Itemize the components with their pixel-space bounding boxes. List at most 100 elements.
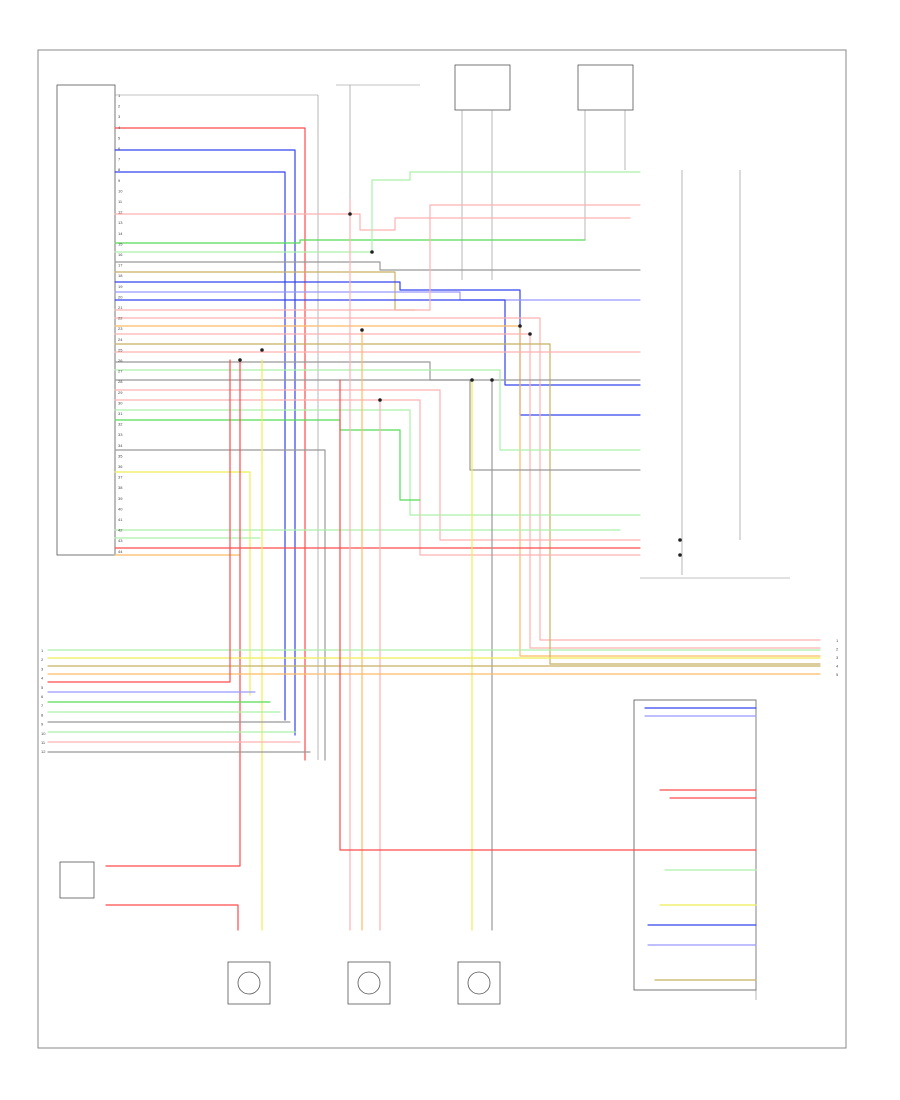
connector-pin-27: 27 — [118, 369, 123, 374]
wire-red-55 — [339, 379, 757, 851]
wire-yellow-26 — [114, 471, 251, 696]
right-bus-pin-4: 4 — [836, 664, 839, 669]
left-bus-pin-9: 9 — [41, 722, 44, 727]
wire-pink-4 — [114, 213, 631, 231]
wire-lightblue-10 — [114, 291, 641, 301]
left-bus-pin-1: 1 — [41, 648, 44, 653]
connector-pin-12: 12 — [118, 210, 123, 215]
connector-pin-39: 39 — [118, 496, 123, 501]
connector-pin-23: 23 — [118, 326, 123, 331]
connector-pin-34: 34 — [118, 443, 123, 448]
connector-pin-1: 1 — [118, 93, 121, 98]
connector-pin-35: 35 — [118, 453, 123, 458]
wire-pink-15 — [114, 333, 821, 649]
seat-motor-1 — [227, 961, 271, 1005]
fuse-block — [336, 84, 420, 560]
right-bus-pin-labels: 1 2 3 4 5 — [836, 638, 839, 677]
connector-pin-30: 30 — [118, 400, 123, 405]
connector-pin-43: 43 — [118, 538, 123, 543]
seat-position-sensor — [59, 861, 95, 899]
connector-pin-13: 13 — [118, 220, 123, 225]
connector-pin-18: 18 — [118, 273, 123, 278]
power-seat-switch-left — [454, 64, 511, 280]
wire-red-43 — [47, 359, 231, 683]
connector-pin-6: 6 — [118, 146, 121, 151]
right-bus-pin-3: 3 — [836, 655, 839, 660]
splice-node-11 — [678, 538, 682, 542]
connector-pin-4: 4 — [118, 125, 121, 130]
wire-pink-21 — [114, 389, 641, 541]
left-bus-pin-11: 11 — [41, 740, 46, 745]
wire-lightgreen-19 — [114, 369, 641, 451]
connector-pin-42: 42 — [118, 528, 123, 533]
left-bus-pin-8: 8 — [41, 712, 44, 717]
connector-pin-19: 19 — [118, 284, 123, 289]
connector-pin-37: 37 — [118, 475, 123, 480]
connector-pin-40: 40 — [118, 506, 123, 511]
connector-pin-28: 28 — [118, 379, 123, 384]
splice-node-9 — [518, 324, 522, 328]
wire-red-1 — [114, 127, 306, 761]
wire-gray-18 — [114, 361, 641, 381]
left-bus-pin-4: 4 — [41, 676, 44, 681]
connector-pin-36: 36 — [118, 464, 123, 469]
splice-node-7 — [490, 378, 494, 382]
connector-pin-5: 5 — [118, 135, 121, 140]
wire-lightgreen-23 — [114, 409, 641, 516]
wire-harness — [47, 127, 821, 981]
wire-pink-12 — [114, 204, 641, 311]
connector-pin-22: 22 — [118, 316, 123, 321]
connector-pin-38: 38 — [118, 485, 123, 490]
splice-node-10 — [528, 332, 532, 336]
connector-pin-41: 41 — [118, 517, 123, 522]
wire-blue-2 — [114, 149, 296, 736]
connector-pin-labels: 1234567891011121314151617181920212223242… — [118, 93, 123, 554]
connector-pin-9: 9 — [118, 178, 121, 183]
connector-pin-14: 14 — [118, 231, 123, 236]
connector-pin-26: 26 — [118, 358, 123, 363]
wire-gray-20 — [114, 379, 641, 471]
connector-pin-33: 33 — [118, 432, 123, 437]
connector-pin-8: 8 — [118, 167, 121, 172]
splice-node-3 — [260, 348, 264, 352]
connector-pin-7: 7 — [118, 157, 121, 162]
left-bus-pin-3: 3 — [41, 666, 44, 671]
connector-pin-31: 31 — [118, 411, 123, 416]
lumbar-switch-module — [633, 699, 757, 1000]
connector-pin-25: 25 — [118, 347, 123, 352]
splice-node-5 — [378, 398, 382, 402]
left-bus-pin-2: 2 — [41, 657, 44, 662]
connector-pin-10: 10 — [118, 188, 123, 193]
wire-pink-22 — [114, 399, 641, 556]
left-bus-pin-6: 6 — [41, 694, 44, 699]
connector-pin-17: 17 — [118, 263, 123, 268]
diagram-frame — [37, 49, 847, 1049]
wire-lightgreen-6 — [114, 171, 641, 253]
left-bus-pin-10: 10 — [41, 731, 46, 736]
splice-node-1 — [348, 212, 352, 216]
connector-pin-16: 16 — [118, 252, 123, 257]
seat-motor-3 — [457, 961, 501, 1005]
right-bus-pin-2: 2 — [836, 647, 839, 652]
wire-blue-3 — [114, 171, 286, 721]
splice-points — [238, 212, 682, 557]
seat-motor-2 — [347, 961, 391, 1005]
splice-node-12 — [678, 553, 682, 557]
seat-switch-assembly — [640, 170, 790, 579]
connector-pin-21: 21 — [118, 305, 123, 310]
connector-pin-11: 11 — [118, 199, 123, 204]
wire-orange-14 — [114, 325, 821, 657]
right-bus-pin-1: 1 — [836, 638, 839, 643]
wire-gray-25 — [114, 449, 326, 761]
right-bus-pin-5: 5 — [836, 672, 839, 677]
wire-green-5 — [114, 239, 586, 244]
connector-pin-2: 2 — [118, 104, 121, 109]
connector-pin-29: 29 — [118, 390, 123, 395]
wire-olive-16 — [114, 343, 821, 665]
wire-red-31 — [105, 359, 241, 867]
splice-node-2 — [370, 250, 374, 254]
wire-blue-11 — [114, 299, 641, 386]
power-seat-switch-right — [577, 64, 634, 240]
